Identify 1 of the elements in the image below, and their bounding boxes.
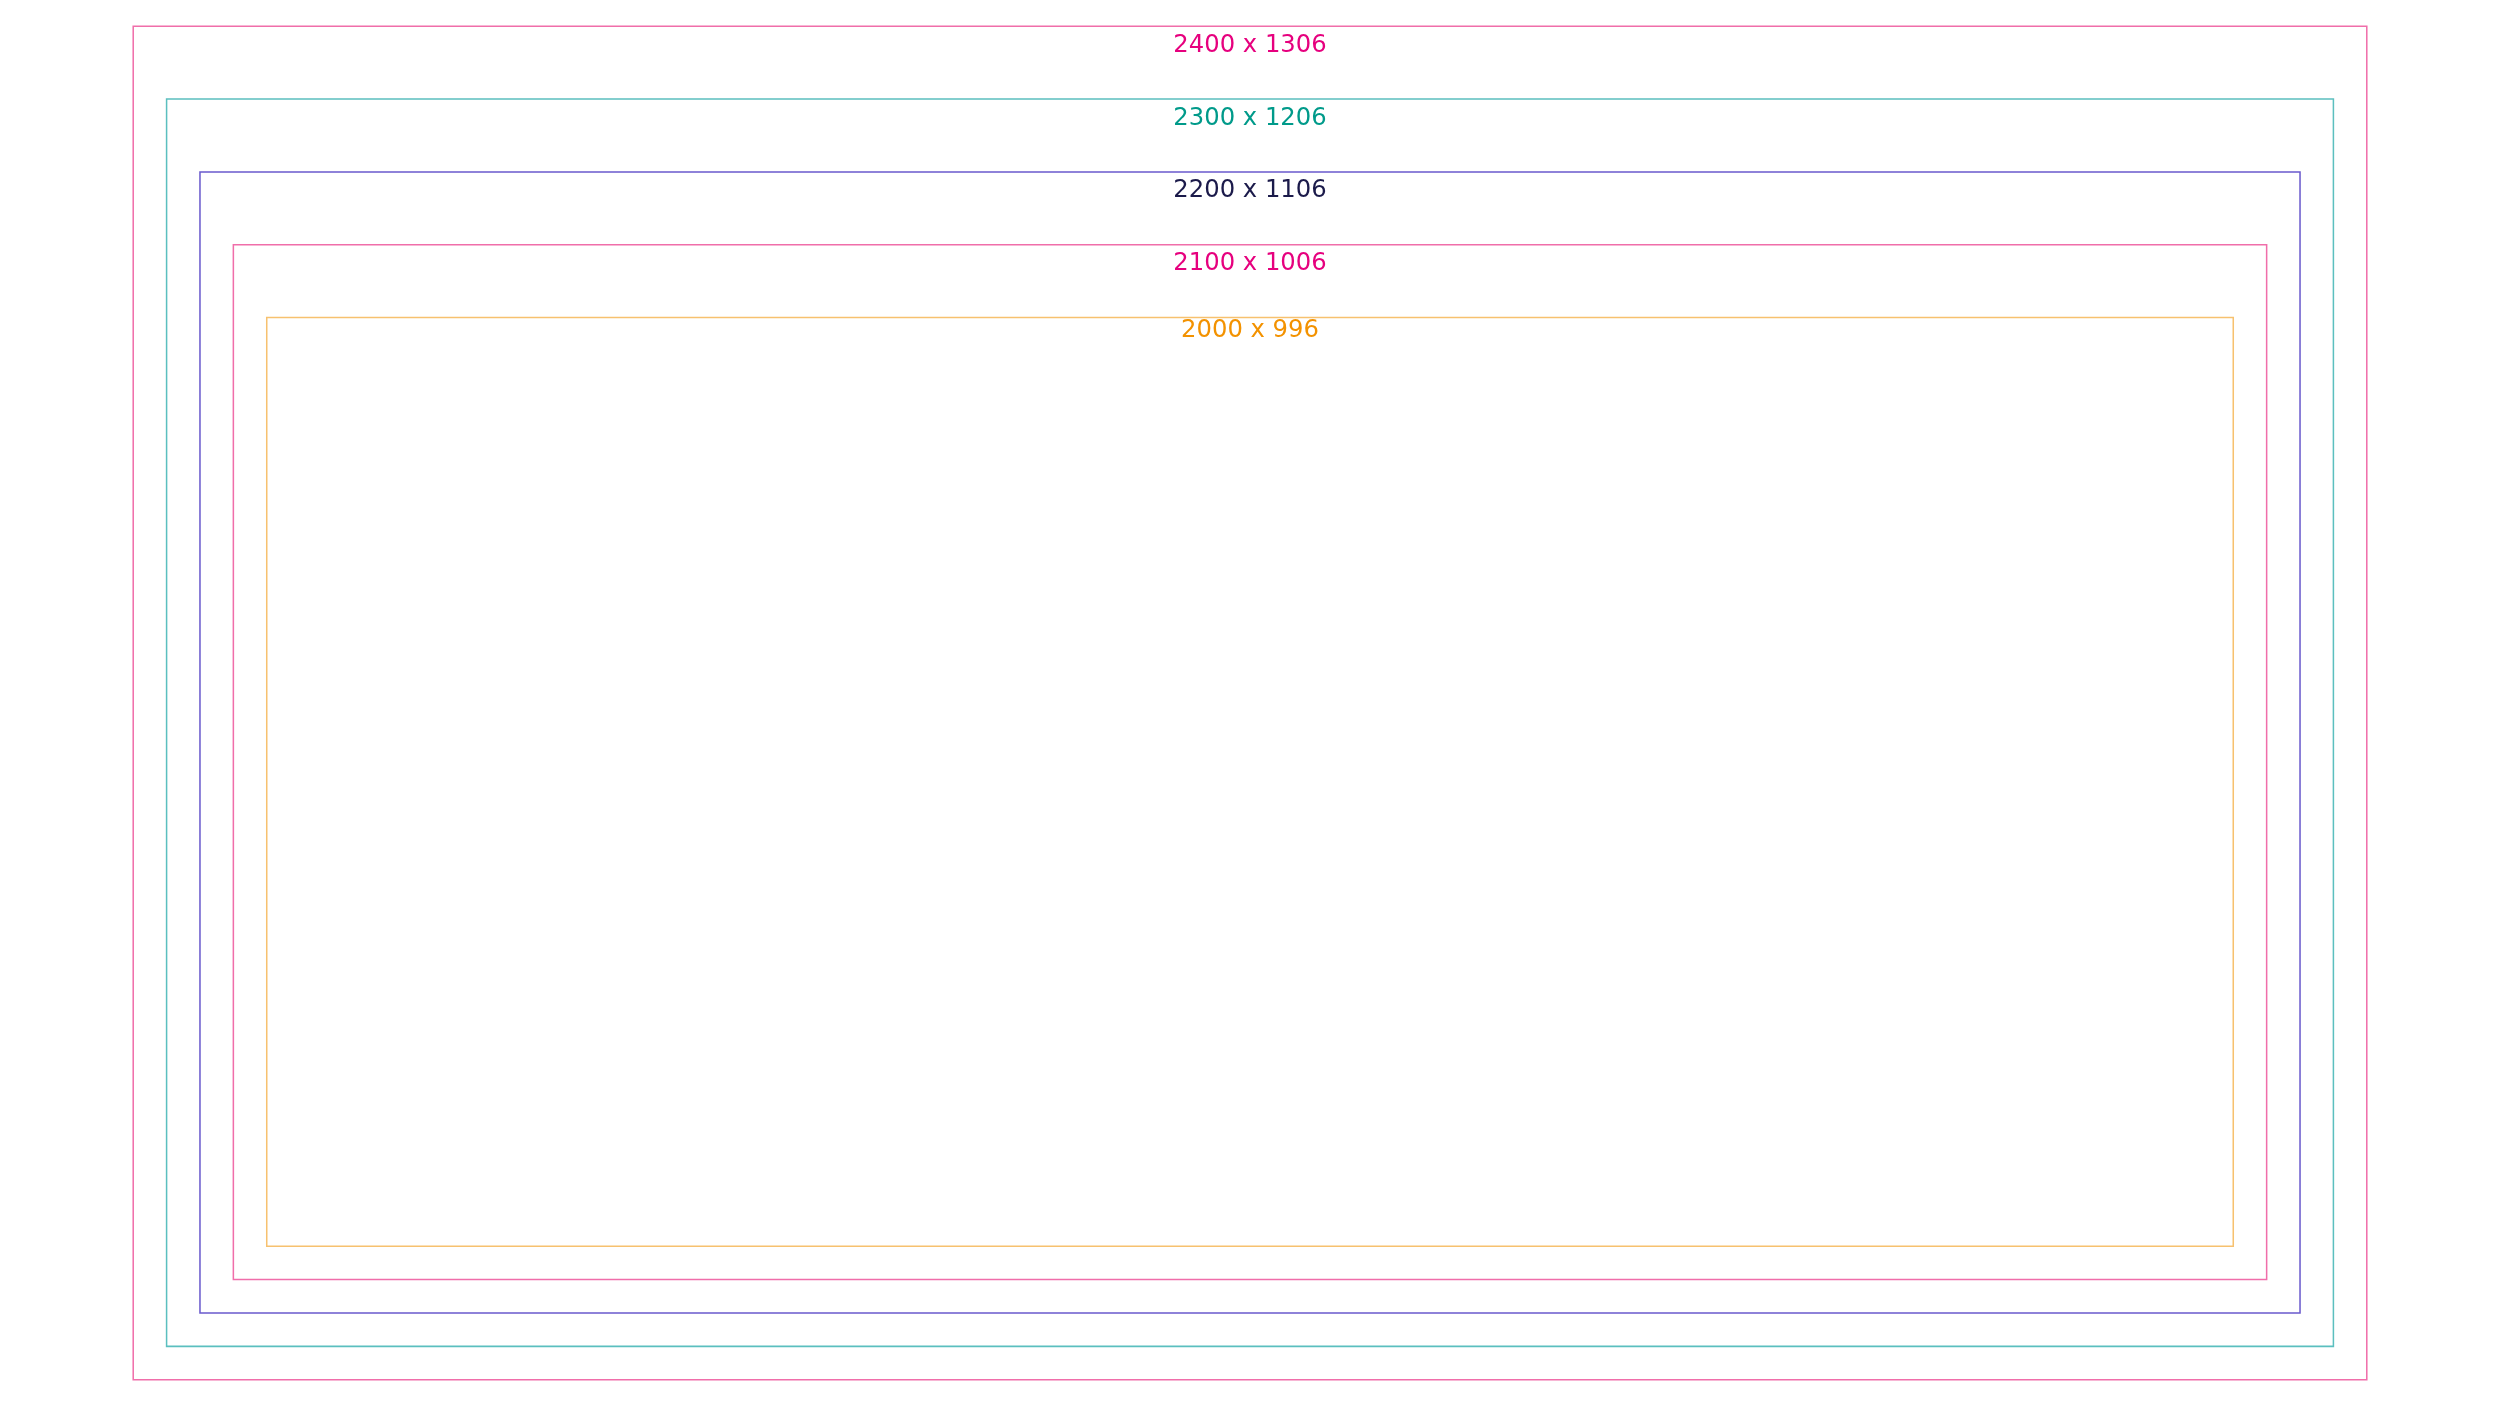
node-box: 2000 x 996 xyxy=(266,316,2235,1247)
